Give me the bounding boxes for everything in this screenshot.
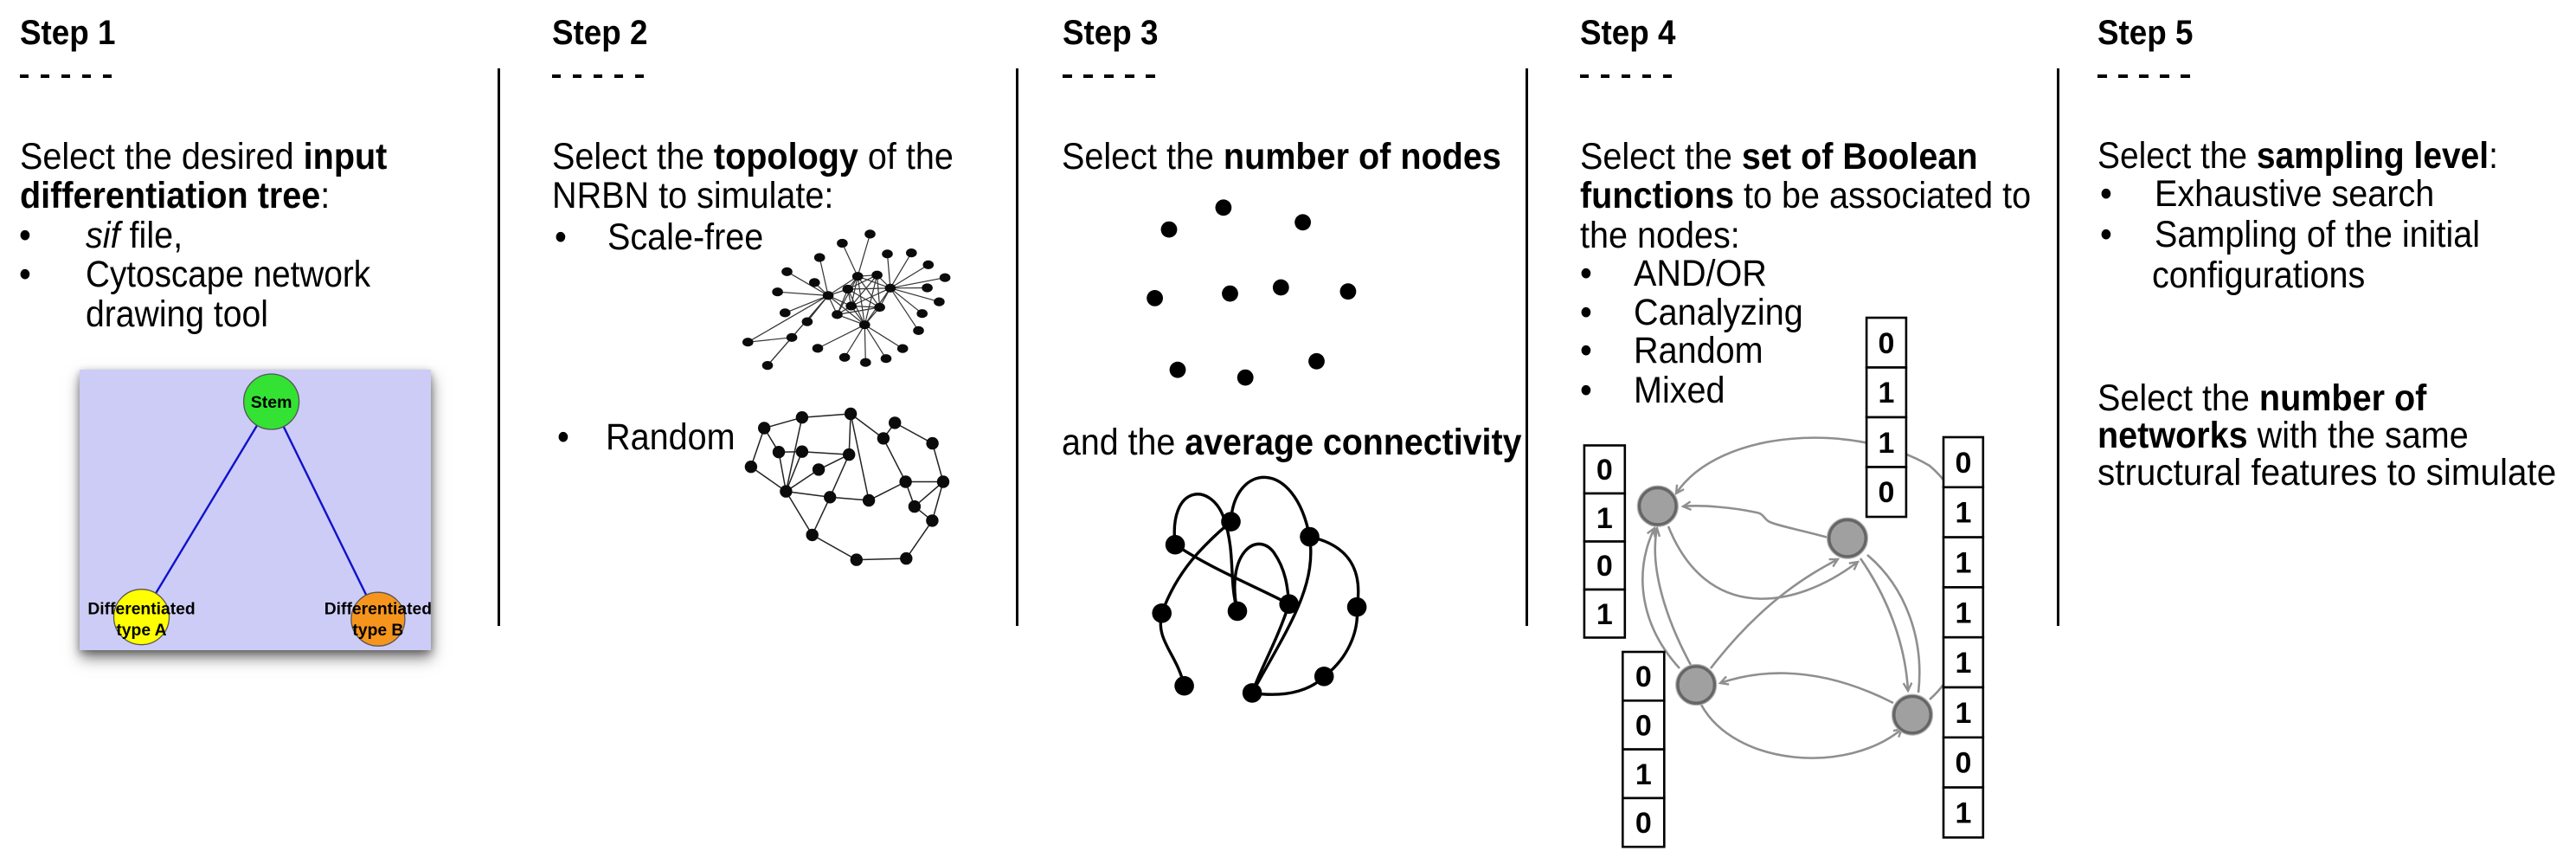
svg-text:1: 1: [1955, 547, 1971, 580]
svg-text:1: 1: [1635, 758, 1652, 791]
svg-text:1: 1: [1955, 797, 1971, 830]
svg-text:0: 0: [1955, 447, 1971, 480]
svg-text:0: 0: [1955, 747, 1971, 780]
svg-text:0: 0: [1635, 661, 1652, 693]
svg-text:type A: type A: [116, 622, 166, 640]
svg-text:0: 0: [1635, 709, 1652, 742]
svg-text:Differentiated: Differentiated: [87, 601, 195, 619]
svg-text:1: 1: [1879, 377, 1895, 409]
svg-text:1: 1: [1955, 697, 1971, 730]
svg-text:1: 1: [1955, 647, 1971, 680]
svg-text:0: 0: [1879, 327, 1895, 360]
svg-text:type B: type B: [352, 622, 403, 640]
svg-text:1: 1: [1596, 502, 1613, 535]
svg-text:1: 1: [1955, 596, 1971, 629]
svg-text:1: 1: [1955, 497, 1971, 530]
svg-text:0: 0: [1879, 476, 1895, 509]
svg-text:0: 0: [1596, 454, 1613, 487]
svg-text:Differentiated: Differentiated: [324, 601, 431, 619]
svg-text:1: 1: [1879, 427, 1895, 460]
svg-text:Stem: Stem: [250, 393, 292, 412]
svg-text:0: 0: [1635, 807, 1652, 840]
svg-text:0: 0: [1596, 550, 1613, 583]
svg-text:1: 1: [1596, 598, 1613, 631]
